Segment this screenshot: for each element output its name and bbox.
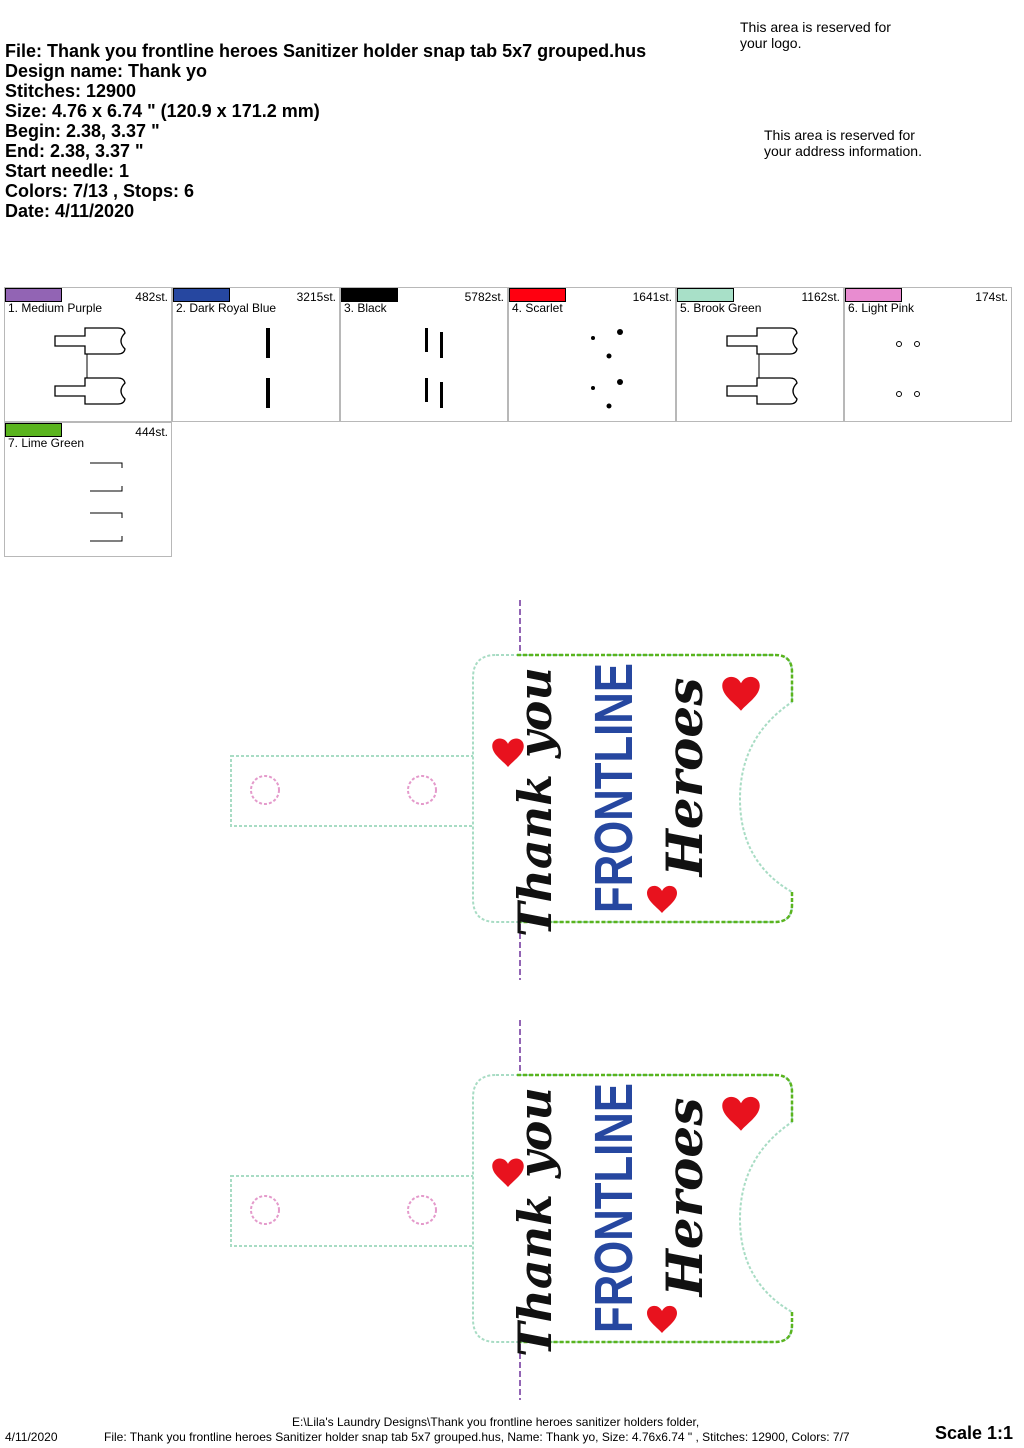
snap-circle: [250, 1195, 280, 1225]
heart-icon: [722, 676, 760, 711]
color-cell: 3215st. 2. Dark Royal Blue: [172, 287, 340, 422]
design-date: Date: 4/11/2020: [5, 201, 135, 221]
color-name: 3. Black: [344, 301, 387, 315]
footer-date: 4/11/2020: [5, 1430, 58, 1444]
footer-folder-path: E:\Lila's Laundry Designs\Thank you fron…: [292, 1415, 700, 1429]
thank-you-text: Thank you: [508, 1087, 562, 1357]
heart-icon: [647, 1305, 677, 1333]
color-name: 6. Light Pink: [848, 301, 915, 315]
design-name: Design name: Thank yo: [5, 61, 208, 81]
color-thumbnail: [726, 327, 798, 405]
color-stitch-count: 482st.: [135, 290, 168, 304]
color-swatch: [845, 288, 902, 302]
color-thumbnail: [591, 329, 623, 409]
color-cell: 1641st. 4. Scarlet: [508, 287, 676, 422]
snap-circle: [407, 1195, 437, 1225]
holder-body-outline: [472, 654, 793, 923]
color-stitch-count: 1641st.: [632, 290, 672, 304]
finish-edge-bottom: [517, 1312, 794, 1344]
start-needle: Start needle: 1: [5, 161, 130, 181]
finish-edge-top: [517, 653, 794, 702]
color-cell: 444st. 7. Lime Green: [4, 422, 172, 557]
design-info: File: Thank you frontline heroes Sanitiz…: [5, 41, 725, 221]
begin-point: Begin: 2.38, 3.37 ": [5, 121, 160, 141]
color-cell: 482st. 1. Medium Purple: [4, 287, 172, 422]
color-cell: 1162st. 5. Brook Green: [676, 287, 844, 422]
color-name: 1. Medium Purple: [8, 301, 103, 315]
heroes-text: Heroes: [655, 678, 714, 879]
color-swatch: [341, 288, 398, 302]
heroes-text: Heroes: [655, 1098, 714, 1299]
footer-file-summary: File: Thank you frontline heroes Sanitiz…: [104, 1430, 850, 1444]
thank-you-text: Thank you: [508, 667, 562, 937]
footer-scale: Scale 1:1: [935, 1423, 1014, 1443]
color-stitch-count: 174st.: [975, 290, 1008, 304]
snap-circle: [250, 775, 280, 805]
color-name: 2. Dark Royal Blue: [176, 301, 277, 315]
heart-icon: [492, 1158, 524, 1187]
color-swatch: [509, 288, 566, 302]
design-size: Size: 4.76 x 6.74 " (120.9 x 171.2 mm): [5, 101, 320, 121]
logo-placeholder-note: This area is reserved for your logo.: [740, 19, 891, 51]
heart-icon: [647, 885, 677, 913]
color-swatch: [173, 288, 230, 302]
color-stitch-count: 5782st.: [464, 290, 504, 304]
holder-body-outline: [472, 1074, 793, 1343]
footer: 4/11/2020 E:\Lila's Laundry Designs\Than…: [0, 1414, 1024, 1448]
color-thumbnail: [54, 327, 126, 405]
heart-icon: [492, 738, 524, 767]
color-swatch: [5, 288, 62, 302]
color-cell: 174st. 6. Light Pink: [844, 287, 1012, 422]
snap-circle: [407, 775, 437, 805]
color-sequence-table: 482st. 1. Medium Purple 3215st. 2. Dark Roy…: [4, 287, 1013, 558]
color-thumbnail: [90, 462, 123, 542]
color-stitch-count: 1162st.: [801, 290, 840, 304]
color-name: 7. Lime Green: [8, 436, 85, 450]
snap-tab-outline: [230, 755, 475, 827]
snap-tab-outline: [230, 1175, 475, 1247]
address-placeholder-note: This area is reserved for your address i…: [764, 127, 922, 159]
color-stitch-count: 3215st.: [296, 290, 336, 304]
color-name: 5. Brook Green: [680, 301, 762, 315]
finish-edge-bottom: [517, 892, 794, 924]
frontline-text: FRONTLINE: [584, 663, 644, 913]
frontline-text: FRONTLINE: [584, 1083, 644, 1333]
color-stop-count: Colors: 7/13 , Stops: 6: [5, 181, 195, 201]
color-stitch-count: 444st.: [135, 425, 168, 439]
color-swatch: [5, 423, 62, 437]
end-point: End: 2.38, 3.37 ": [5, 141, 144, 161]
color-swatch: [677, 288, 734, 302]
heart-icon: [722, 1096, 760, 1131]
finish-edge-top: [517, 1073, 794, 1122]
stitch-total: Stitches: 12900: [5, 81, 137, 101]
color-thumbnail: [425, 328, 443, 408]
file-name: File: Thank you frontline heroes Sanitiz…: [5, 41, 647, 61]
color-name: 4. Scarlet: [512, 301, 563, 315]
color-thumbnail: [896, 341, 920, 397]
color-cell: 5782st. 3. Black: [340, 287, 508, 422]
color-thumbnail: [266, 328, 270, 408]
